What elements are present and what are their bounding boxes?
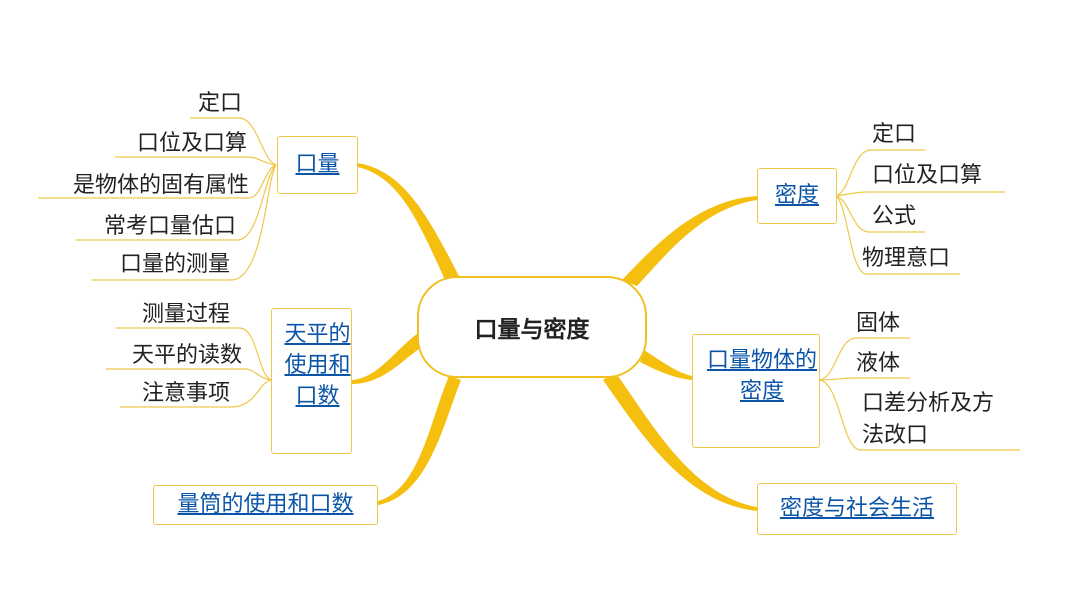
topic-balance-label: 天平的使用和口数 xyxy=(284,322,351,409)
leaf-mass-estimate: 常考口量估口 xyxy=(103,214,236,239)
leaf-mass-unit: 口位及口算 xyxy=(136,131,247,156)
leaf-balance-notes: 注意事项 xyxy=(141,381,230,406)
topic-mass[interactable]: 口量 xyxy=(277,136,358,194)
branch-to-balance xyxy=(352,330,427,384)
leaf-density-formula: 公式 xyxy=(872,204,917,229)
central-topic-label: 口量与密度 xyxy=(474,317,590,343)
leaf-measure-error-analysis: 口差分析及方法改口 xyxy=(862,391,995,448)
branch-to-density xyxy=(622,196,757,286)
branch-to-mass xyxy=(357,163,460,282)
topic-society-label: 密度与社会生活 xyxy=(779,496,934,521)
branch-to-cylinder xyxy=(378,376,461,505)
leaf-mass-property: 是物体的固有属性 xyxy=(72,173,249,198)
central-topic[interactable]: 口量与密度 xyxy=(417,276,647,378)
topic-cylinder-label: 量筒的使用和口数 xyxy=(177,492,354,517)
branch-to-society xyxy=(603,372,757,511)
leaf-mass-measure: 口量的测量 xyxy=(119,252,230,277)
leaf-balance-process: 测量过程 xyxy=(141,302,230,327)
topic-measure-density[interactable]: 口量物体的密度 xyxy=(692,334,820,448)
leaf-density-meaning: 物理意口 xyxy=(862,246,951,271)
topic-cylinder[interactable]: 量筒的使用和口数 xyxy=(153,485,378,525)
topic-measure-density-label: 口量物体的密度 xyxy=(706,348,817,404)
leaf-density-unit: 口位及口算 xyxy=(872,163,983,188)
topic-density-label: 密度 xyxy=(774,183,819,208)
topic-balance[interactable]: 天平的使用和口数 xyxy=(271,308,352,454)
leaf-mass-definition: 定口 xyxy=(197,91,242,116)
topic-society[interactable]: 密度与社会生活 xyxy=(757,483,957,535)
topic-mass-label: 口量 xyxy=(295,152,340,177)
leaf-measure-liquid: 液体 xyxy=(856,351,901,376)
leaf-balance-reading: 天平的读数 xyxy=(131,343,242,368)
leaf-density-definition: 定口 xyxy=(872,122,917,147)
leaf-measure-solid: 固体 xyxy=(856,311,901,336)
topic-density[interactable]: 密度 xyxy=(757,168,837,224)
branch-to-measure-density xyxy=(640,350,692,380)
